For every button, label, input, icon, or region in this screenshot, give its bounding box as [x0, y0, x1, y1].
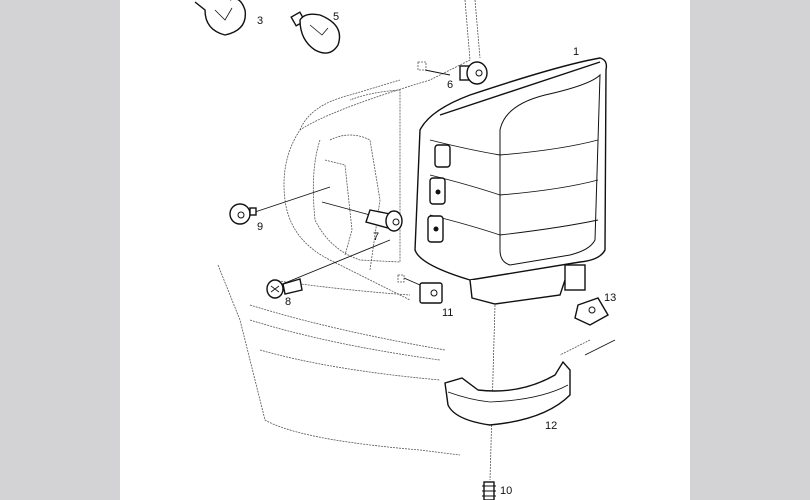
- grommet-6: [417, 61, 488, 85]
- bulb-3: [194, 0, 247, 36]
- callout-10: 10: [500, 485, 512, 497]
- callout-13: 13: [604, 292, 616, 304]
- callout-9: 9: [257, 221, 263, 233]
- screw-10: [482, 481, 496, 500]
- callout-3: 3: [257, 15, 263, 27]
- callout-6: 6: [447, 79, 453, 91]
- spring-clip-13: [574, 297, 609, 326]
- callout-5: 5: [333, 11, 339, 23]
- tail-lamp-assembly: [414, 57, 608, 305]
- screw-8: [266, 278, 303, 299]
- bulb-5: [290, 11, 341, 54]
- clip-11: [397, 274, 443, 304]
- callout-7: 7: [373, 231, 379, 243]
- callout-1: 1: [573, 46, 579, 58]
- callout-12: 12: [545, 420, 557, 432]
- callout-11: 11: [442, 307, 453, 319]
- lower-lens-12: [444, 360, 571, 426]
- callout-labels: 1 3 5 6 7 8 9 10 11 12 13: [257, 11, 616, 497]
- callout-8: 8: [285, 296, 291, 308]
- grommet-nut-9: [229, 203, 257, 225]
- bolt-7: [365, 209, 403, 232]
- right-margin: [690, 0, 810, 500]
- body-panel: [217, 0, 481, 456]
- left-margin: [0, 0, 120, 500]
- parts-diagram: 1 3 5 6 7 8 9 10 11 12 13: [120, 0, 690, 500]
